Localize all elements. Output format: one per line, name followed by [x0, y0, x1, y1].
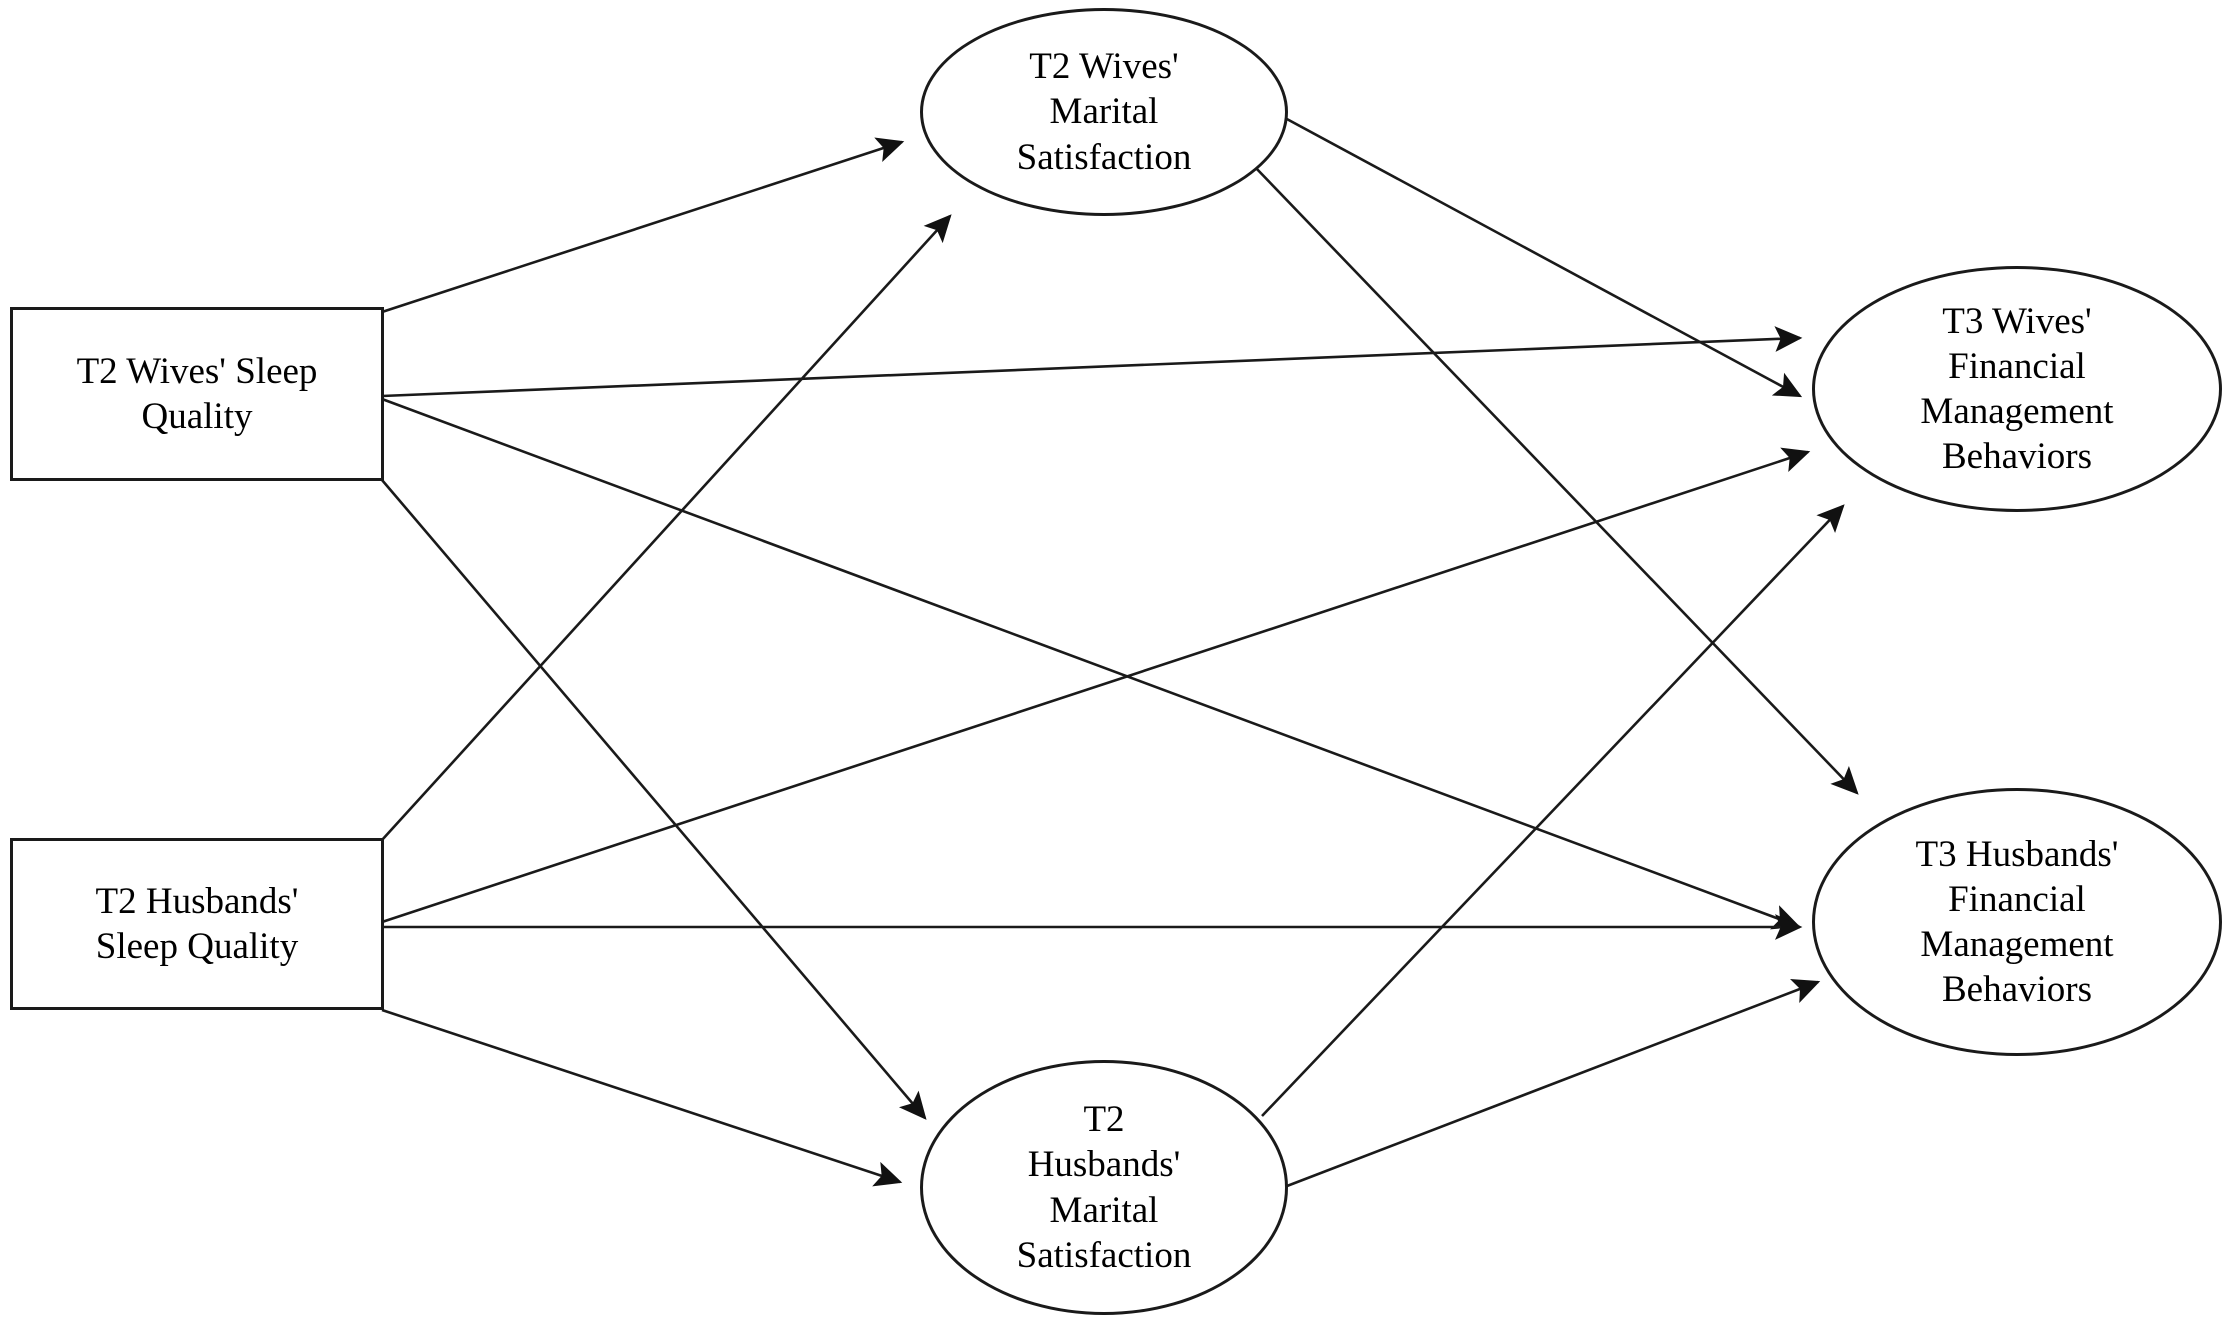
path-arrow	[1284, 116, 1803, 398]
node-t2-wives-sleep-quality[interactable]: T2 Wives' Sleep Quality	[10, 307, 384, 481]
path-arrow	[1286, 978, 1821, 1188]
node-label: T3 Wives' Financial Management Behaviors	[1920, 300, 2114, 478]
node-t2-husbands-marital-satisfaction[interactable]: T2 Husbands' Marital Satisfaction	[920, 1060, 1288, 1315]
path-arrow	[381, 447, 1811, 924]
path-arrow	[1261, 504, 1845, 1117]
path-arrow	[381, 397, 1801, 930]
node-label: T2 Wives' Marital Satisfaction	[1016, 46, 1192, 178]
path-arrow	[381, 479, 927, 1120]
node-t3-wives-financial-management-behaviors[interactable]: T3 Wives' Financial Management Behaviors	[1812, 266, 2222, 512]
path-arrow	[381, 1008, 903, 1187]
node-t2-husbands-sleep-quality[interactable]: T2 Husbands' Sleep Quality	[10, 838, 384, 1010]
node-label: T2 Wives' Sleep Quality	[76, 350, 318, 437]
node-label: T2 Husbands' Sleep Quality	[95, 880, 299, 967]
path-arrow	[381, 137, 905, 314]
node-t3-husbands-financial-management-behaviors[interactable]: T3 Husbands' Financial Management Behavi…	[1812, 788, 2222, 1056]
path-arrow	[1253, 165, 1859, 795]
node-t2-wives-marital-satisfaction[interactable]: T2 Wives' Marital Satisfaction	[920, 8, 1288, 216]
path-arrow	[381, 326, 1803, 398]
path-arrows-group	[381, 116, 1859, 1188]
path-arrow	[381, 214, 952, 841]
node-label: T2 Husbands' Marital Satisfaction	[1016, 1099, 1192, 1276]
node-label: T3 Husbands' Financial Management Behavi…	[1915, 833, 2119, 1011]
